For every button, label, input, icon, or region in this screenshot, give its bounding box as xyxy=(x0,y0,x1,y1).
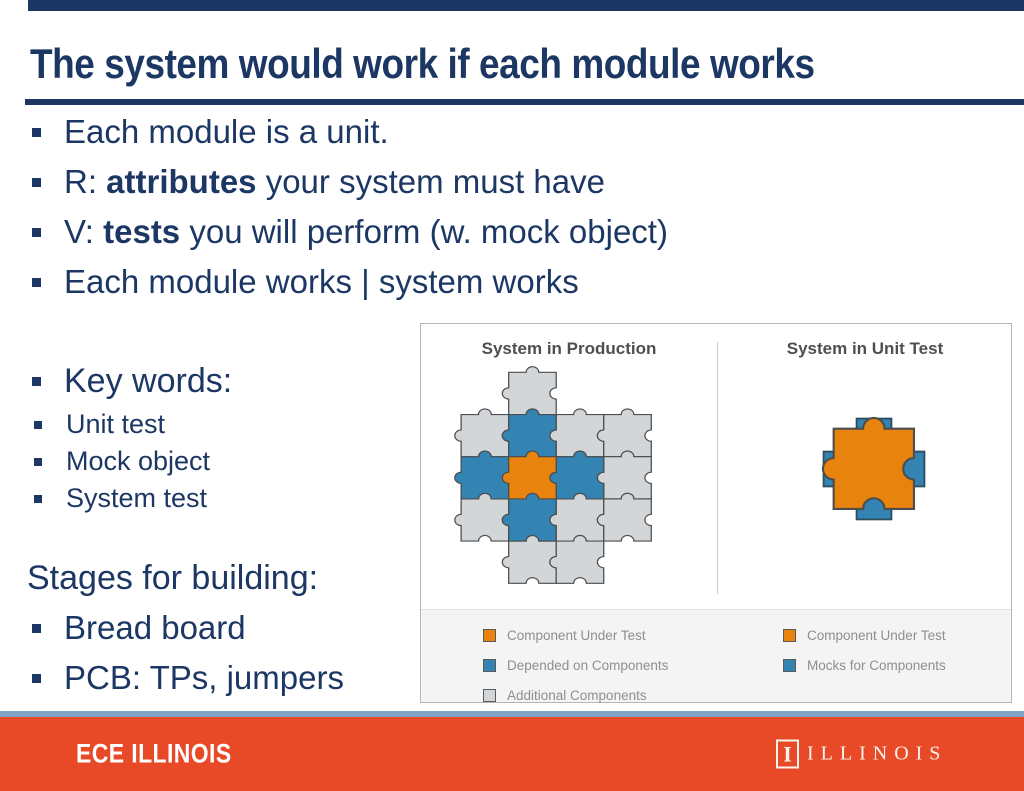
bullet-text: V: tests you will perform (w. mock objec… xyxy=(64,213,668,251)
panel-production: System in Production xyxy=(421,324,717,611)
bullet-list-main: Each module is a unit. R: attributes you… xyxy=(0,107,668,307)
legend-label: Component Under Test xyxy=(507,627,646,643)
legend-swatch-icon xyxy=(483,628,496,642)
bullet-text-post: your system must have xyxy=(256,163,605,200)
bullet-icon xyxy=(32,177,41,187)
puzzle-piece-blue xyxy=(501,408,557,458)
keyword-text: Unit test xyxy=(66,409,166,439)
puzzle-piece-orange xyxy=(501,450,557,500)
bullet-text: Each module works | system works xyxy=(64,263,579,301)
keyword-item: Mock object xyxy=(0,443,232,480)
footer-accent-line xyxy=(0,711,1024,717)
bullet-icon xyxy=(32,623,41,633)
ece-illinois-wordmark: ECE ILLINOIS xyxy=(76,738,232,769)
legend-item: Mocks for Components xyxy=(783,650,946,680)
legend-label: Component Under Test xyxy=(807,627,946,643)
bullet-icon xyxy=(32,277,41,287)
legend-label: Mocks for Components xyxy=(807,657,946,673)
keywords-heading: Key words: xyxy=(0,356,232,406)
stages-section: Stages for building: Bread board PCB: TP… xyxy=(0,553,344,703)
bullet-item: R: attributes your system must have xyxy=(0,157,668,207)
illinois-logo-text: ILLINOIS xyxy=(807,742,948,765)
stages-heading: Stages for building: xyxy=(27,558,319,597)
puzzle-piece-blue xyxy=(501,492,557,542)
legend-label: Depended on Components xyxy=(507,657,669,673)
bullet-text-pre: Each module is a unit. xyxy=(64,113,389,150)
legend-item: Depended on Components xyxy=(483,650,668,680)
legend-swatch-icon xyxy=(483,658,496,672)
stages-list: Bread board PCB: TPs, jumpers xyxy=(0,603,344,703)
puzzle-piece-gray xyxy=(596,408,652,458)
bullet-icon xyxy=(34,494,42,503)
puzzle-piece-gray xyxy=(549,534,605,584)
puzzle-piece-gray xyxy=(454,408,510,458)
bullet-text-pre: R: xyxy=(64,163,107,200)
bullet-item: Each module works | system works xyxy=(0,257,668,307)
legend-label: Additional Components xyxy=(507,687,647,703)
puzzle-piece-gray xyxy=(549,408,605,458)
puzzle-piece-gray xyxy=(501,366,557,416)
puzzle-piece-blue xyxy=(549,450,605,500)
bullet-icon xyxy=(32,127,41,137)
bullet-icon xyxy=(32,227,41,237)
panel-production-title: System in Production xyxy=(481,339,657,358)
legend-swatch-icon xyxy=(783,658,796,672)
bullet-icon xyxy=(34,457,42,466)
footer-bar: ECE ILLINOIS I ILLINOIS xyxy=(0,717,1024,791)
bullet-icon xyxy=(34,420,42,429)
bullet-item: Each module is a unit. xyxy=(0,107,668,157)
keywords-heading-text: Key words: xyxy=(64,361,233,400)
legend-item: Additional Components xyxy=(483,680,668,710)
legend-item: Component Under Test xyxy=(783,620,946,650)
bullet-text-bold: tests xyxy=(103,213,181,250)
panel-unit-test-title: System in Unit Test xyxy=(786,339,944,358)
unit-test-figure: System in Production System in Unit Test… xyxy=(420,323,1012,703)
title-underline xyxy=(25,99,1024,105)
puzzle-piece-blue xyxy=(454,450,510,500)
bullet-item: V: tests you will perform (w. mock objec… xyxy=(0,207,668,257)
block-i-icon: I xyxy=(776,739,799,769)
legend-swatch-icon xyxy=(483,688,496,702)
stage-item: Bread board xyxy=(0,603,344,653)
keyword-item: System test xyxy=(0,480,232,517)
panel-divider xyxy=(717,342,718,594)
bullet-icon xyxy=(32,673,41,683)
legend-swatch-icon xyxy=(783,628,796,642)
keyword-item: Unit test xyxy=(0,406,232,443)
slide-title: The system would work if each module wor… xyxy=(30,40,815,87)
keyword-text: System test xyxy=(66,483,208,513)
bullet-text-pre: Each module works | system works xyxy=(64,263,579,300)
block-i-letter: I xyxy=(783,741,792,766)
panel-unit-test: System in Unit Test xyxy=(717,324,1013,611)
puzzle-piece-gray xyxy=(454,492,510,542)
puzzle-piece-gray xyxy=(549,492,605,542)
stage-item: PCB: TPs, jumpers xyxy=(0,653,344,703)
production-puzzle-image xyxy=(454,366,652,584)
puzzle-piece-gray xyxy=(596,450,652,500)
stage-text: Bread board xyxy=(64,609,246,646)
puzzle-piece-gray xyxy=(596,492,652,542)
illinois-logo: I ILLINOIS xyxy=(776,739,948,769)
bullet-text-post: you will perform (w. mock object) xyxy=(180,213,668,250)
top-accent-bar xyxy=(28,0,1024,11)
bullet-text: Each module is a unit. xyxy=(64,113,389,151)
bullet-text-bold: attributes xyxy=(106,163,257,200)
bullet-list-keywords: Key words: Unit test Mock object System … xyxy=(0,356,232,517)
bullet-text: R: attributes your system must have xyxy=(64,163,605,201)
stage-text: PCB: TPs, jumpers xyxy=(64,659,344,696)
bullet-icon xyxy=(32,376,41,386)
keyword-text: Mock object xyxy=(66,446,211,476)
bullet-text-pre: V: xyxy=(64,213,104,250)
unit-test-puzzle-image xyxy=(821,416,926,521)
puzzle-piece-gray xyxy=(501,534,557,584)
legend-item: Component Under Test xyxy=(483,620,668,650)
